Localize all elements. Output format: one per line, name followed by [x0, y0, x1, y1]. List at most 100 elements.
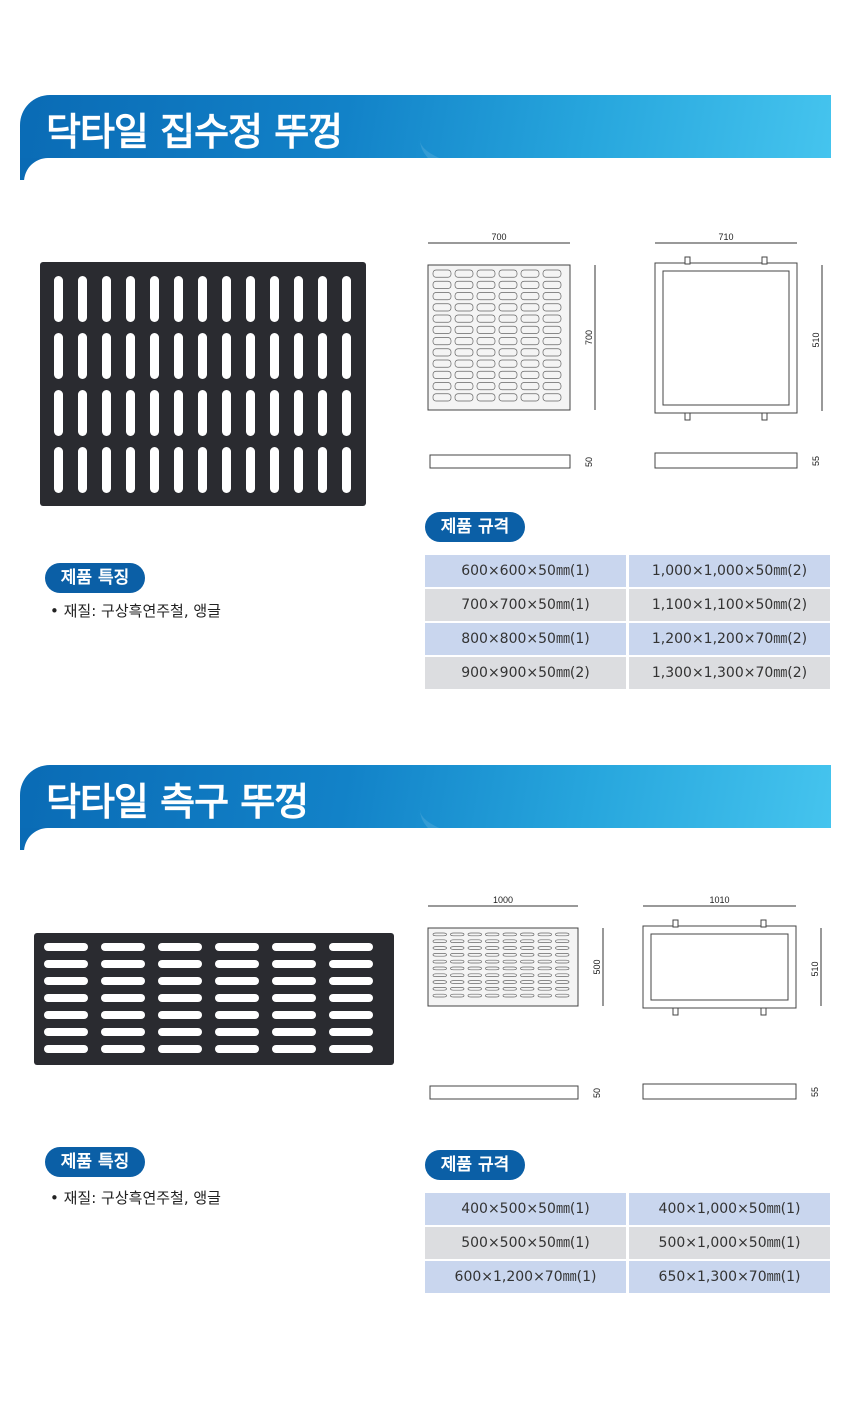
plate-slot [520, 359, 540, 368]
plate-slot [537, 959, 552, 964]
plate-slot [485, 966, 500, 971]
grating-slot [198, 276, 207, 322]
plate-slot [498, 382, 518, 391]
plate-slot [432, 953, 447, 957]
grating-slot [272, 943, 316, 951]
grating-slot [44, 943, 88, 951]
plate-slot [520, 303, 540, 312]
plate-slot [467, 973, 482, 977]
grating-slot [158, 943, 202, 951]
grating-slot [272, 960, 316, 968]
spec-cell: 900×900×50㎜(2) [425, 657, 626, 689]
spec-row: 800×800×50㎜(1)1,200×1,200×70㎜(2) [425, 623, 830, 655]
dimension-label: 50 [592, 1088, 602, 1098]
plate-slot [476, 393, 496, 402]
plate-slot [502, 966, 517, 971]
grating-slot [158, 960, 202, 968]
plate-slot [450, 953, 465, 957]
spec-cell: 600×600×50㎜(1) [425, 555, 626, 587]
plate-slot [476, 359, 496, 368]
plate-slot [537, 953, 552, 957]
plate-slot [498, 314, 518, 323]
plate-slot [476, 325, 496, 334]
grating-slot [270, 333, 279, 379]
grating-slot [318, 447, 327, 493]
plate-slot [542, 348, 562, 357]
dimension-label: 55 [810, 1087, 820, 1097]
grating-slot [270, 447, 279, 493]
plate-slot [498, 280, 518, 289]
grating-slot [329, 977, 373, 985]
plate-slot [542, 314, 562, 323]
plate-side-view [429, 1085, 579, 1100]
grating-slot [150, 390, 159, 436]
banner-tail [20, 828, 84, 868]
plate-slot [485, 932, 500, 937]
plate-slot [454, 348, 474, 357]
plate-slot [555, 993, 570, 998]
plate-slot [450, 932, 465, 937]
plate-slot [502, 939, 517, 943]
grating-body [40, 262, 366, 506]
plate-slot [555, 966, 570, 971]
plate-slot [520, 980, 535, 984]
grating-slot [174, 390, 183, 436]
plate-slot [542, 337, 562, 346]
plate-slot [485, 993, 500, 998]
plate-slot [520, 269, 540, 278]
grating-slot [198, 333, 207, 379]
grating-slot [215, 994, 259, 1002]
grating-slot [174, 276, 183, 322]
plate-slot [432, 980, 447, 984]
plate-slot [476, 337, 496, 346]
grating-slot [222, 276, 231, 322]
frame-anchor [761, 256, 768, 265]
plate-slot [467, 980, 482, 984]
plate-slot [520, 987, 535, 991]
banner-tail [20, 158, 84, 198]
grating-slot [158, 1011, 202, 1019]
features-badge: 제품 특징 [45, 1147, 145, 1177]
plate-slot [555, 946, 570, 950]
plate-slot [537, 966, 552, 971]
spec-cell: 500×1,000×50㎜(1) [629, 1227, 830, 1259]
grating-slot [342, 390, 351, 436]
grating-slot [246, 333, 255, 379]
grating-slot [246, 390, 255, 436]
plate-slot [467, 946, 482, 950]
spec-cell: 600×1,200×70㎜(1) [425, 1261, 626, 1293]
plate-slot [502, 932, 517, 937]
grating-slot [246, 447, 255, 493]
plate-slot [476, 370, 496, 379]
plate-slot [498, 337, 518, 346]
plate-slot [537, 946, 552, 950]
grating-slot [54, 333, 63, 379]
dimension-label: 510 [810, 961, 820, 976]
plate-slot [450, 946, 465, 950]
plate-slot [467, 932, 482, 937]
grating-slot [272, 977, 316, 985]
plate-slot [476, 382, 496, 391]
grating-slot [215, 1045, 259, 1053]
grating-slot [342, 333, 351, 379]
grating-slot [102, 447, 111, 493]
grating-slot [329, 1028, 373, 1036]
plate-slot [476, 303, 496, 312]
spec-cell: 700×700×50㎜(1) [425, 589, 626, 621]
plate-slot [542, 382, 562, 391]
spec-cell: 1,300×1,300×70㎜(2) [629, 657, 830, 689]
plate-slot [502, 953, 517, 957]
grating-slot [294, 390, 303, 436]
grating-slot [215, 1028, 259, 1036]
frame-top-view [642, 925, 797, 1009]
plate-slot [454, 359, 474, 368]
plate-slot [450, 993, 465, 998]
frame-anchor [672, 1007, 679, 1016]
plate-slot [432, 314, 452, 323]
plate-slot [542, 269, 562, 278]
plate-slot [542, 370, 562, 379]
grating-slot [215, 977, 259, 985]
plate-slot [520, 314, 540, 323]
plate-slot [542, 393, 562, 402]
plate-slot [454, 325, 474, 334]
